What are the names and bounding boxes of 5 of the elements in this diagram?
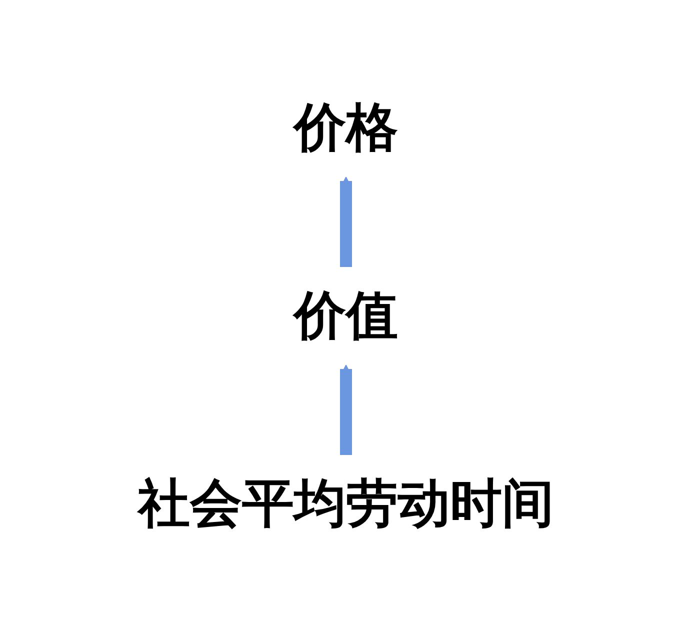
node-text: 价值 bbox=[294, 286, 398, 346]
node-text: 价格 bbox=[294, 98, 398, 158]
node-text: 社会平均劳动时间 bbox=[138, 474, 554, 534]
arrow bbox=[340, 364, 352, 455]
arrow bbox=[340, 176, 352, 267]
